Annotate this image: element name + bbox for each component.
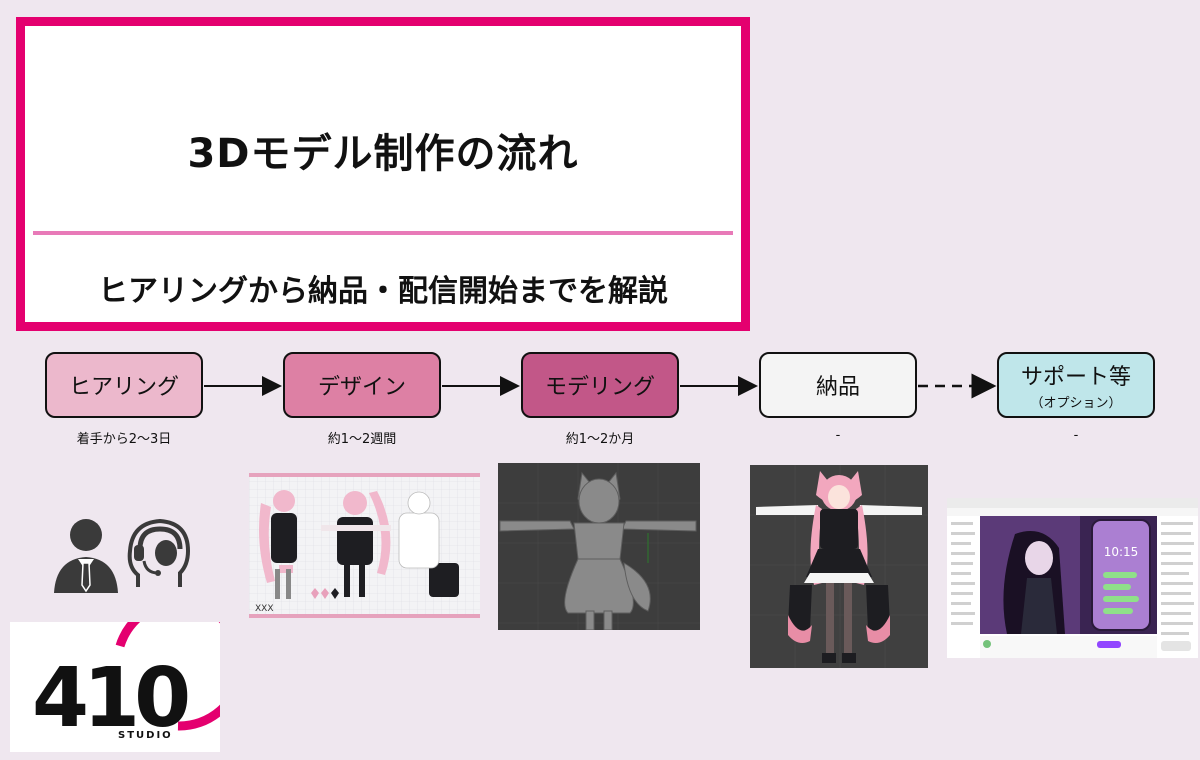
modeling-render-image <box>498 463 700 630</box>
person-icon <box>54 519 118 593</box>
duration-support: - <box>1073 428 1079 443</box>
headset-icon <box>127 518 191 587</box>
studio-logo: 410 STUDIO <box>10 597 246 752</box>
step-delivery: 納品 <box>759 352 917 418</box>
step-support: サポート等 （オプション） <box>997 352 1155 418</box>
title-box: 3Dモデル制作の流れ ヒアリングから納品・配信開始までを解説 <box>16 17 750 331</box>
step-modeling: モデリング <box>521 352 679 418</box>
delivered-model-image <box>750 465 928 668</box>
title-divider <box>33 231 733 235</box>
page-title: 3Dモデル制作の流れ <box>187 131 579 177</box>
step-modeling-label: モデリング <box>544 375 655 400</box>
design-sheet-image: XXX <box>249 473 480 618</box>
duration-modeling: 約1〜2か月 <box>565 432 635 447</box>
step-hearing: ヒアリング <box>45 352 203 418</box>
logo-sub-text: STUDIO <box>118 730 173 741</box>
duration-hearing: 着手から2〜3日 <box>76 432 172 447</box>
step-support-sublabel: （オプション） <box>1030 396 1122 411</box>
step-delivery-label: 納品 <box>815 375 860 400</box>
stream-ui-image: 10:15 <box>947 498 1198 658</box>
phone-clock: 10:15 <box>1104 545 1139 559</box>
step-hearing-label: ヒアリング <box>68 375 179 400</box>
duration-design: 約1〜2週間 <box>327 432 397 447</box>
step-design-label: デザイン <box>317 375 406 400</box>
step-support-label: サポート等 <box>1020 365 1131 390</box>
logo-main-text: 410 <box>32 651 188 746</box>
step-design: デザイン <box>283 352 441 418</box>
svg-text:XXX: XXX <box>255 604 274 614</box>
page-subtitle: ヒアリングから納品・配信開始までを解説 <box>98 274 668 309</box>
duration-delivery: - <box>835 428 841 443</box>
